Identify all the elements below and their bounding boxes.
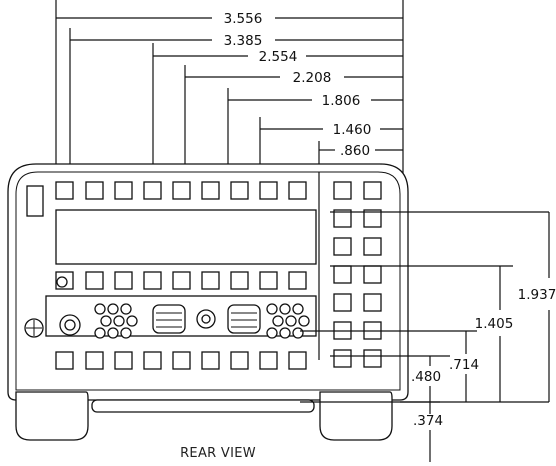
dim-1460-label: 1.460 [333,122,372,138]
chassis-inner [15,171,401,391]
bottom-rail [91,399,315,413]
feet [15,391,393,441]
dim-3385-label: 3.385 [224,33,263,49]
dim-1806-label: 1.806 [322,93,361,109]
dim-860-label: .860 [340,143,370,159]
connector-right-icon [227,304,261,334]
dim-2554-label: 2.554 [259,49,298,65]
right-column-ports [333,181,382,368]
port-row-top [55,181,307,200]
vertical-dimensions: 1.937 1.405 .714 .480 .374 [300,211,556,462]
io-panel [45,276,317,339]
dim-374-label: .374 [413,413,443,429]
port-row-middle [55,271,307,290]
port-row-bottom [55,351,307,370]
right-foot [319,391,393,441]
dim-1937-label: 1.937 [518,287,556,303]
small-connector-icon [56,276,68,288]
dim-3556-label: 3.556 [224,11,263,27]
left-slot [26,185,44,217]
dim-714-label: .714 [449,357,479,373]
dim-2208-label: 2.208 [293,70,332,86]
connector-left-icon [152,304,186,334]
dim-480-label: .480 [411,369,441,385]
dim-1405-label: 1.405 [475,316,514,332]
card-panel-top [55,209,317,265]
left-foot [15,391,89,441]
view-caption: REAR VIEW [180,446,256,461]
